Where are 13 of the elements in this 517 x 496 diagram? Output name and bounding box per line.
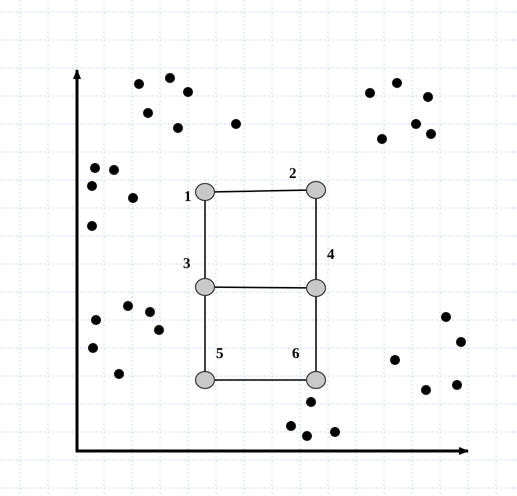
node-number: 5 <box>216 346 224 362</box>
node-number: 4 <box>327 247 334 263</box>
connector-line <box>214 189 306 193</box>
connector-line <box>204 201 206 278</box>
node-number: 2 <box>289 166 296 182</box>
node-number: 6 <box>292 346 300 362</box>
connector-line <box>315 297 317 371</box>
connector-line <box>215 286 306 289</box>
node-number: 3 <box>183 256 190 272</box>
connector-line <box>315 199 317 279</box>
connector-line <box>204 296 206 371</box>
node-number: 1 <box>184 189 192 205</box>
connector-line <box>215 379 306 381</box>
